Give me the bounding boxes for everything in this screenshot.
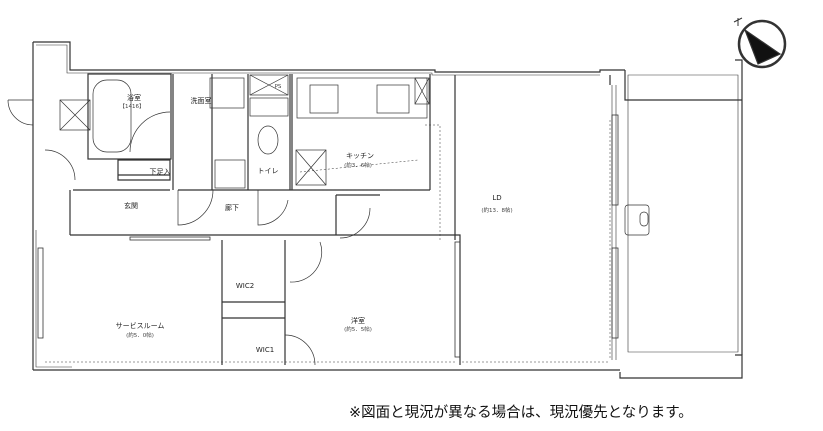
north-compass [733,17,787,69]
service-room-label: サービスルーム [116,321,165,330]
kitchen-size: (約3．6帖) [344,161,372,169]
bath-label: 浴室 [127,93,141,102]
entrance-label: 玄関 [124,201,138,210]
ps-label: PS [275,84,282,90]
western-room-label: 洋室 [351,316,365,325]
ld-label: LD [492,194,501,202]
hallway-label: 廊下 [225,203,239,212]
doors [7,99,371,366]
ld-size: (約13．8帖) [481,206,512,214]
disclaimer-note: ※図面と現況が異なる場合は、現況優先となります。 [349,405,693,421]
wic1-label: WIC1 [256,346,274,354]
wic2-label: WIC2 [236,282,254,290]
interior-walls [69,73,611,365]
fixtures [59,74,650,236]
dashed-lines [45,120,611,363]
kitchen-label: キッチン [346,152,374,160]
washroom-label: 洗面室 [191,96,212,105]
bath-size: 【1416】 [120,103,145,110]
outer-walls [32,41,743,379]
shoe-storage-label: 下足入 [150,168,171,176]
windows [37,114,619,358]
toilet-label: トイレ [258,167,279,175]
western-room-size: (約5．5帖) [344,325,372,333]
service-room-size: (約5．0帖) [126,331,154,339]
